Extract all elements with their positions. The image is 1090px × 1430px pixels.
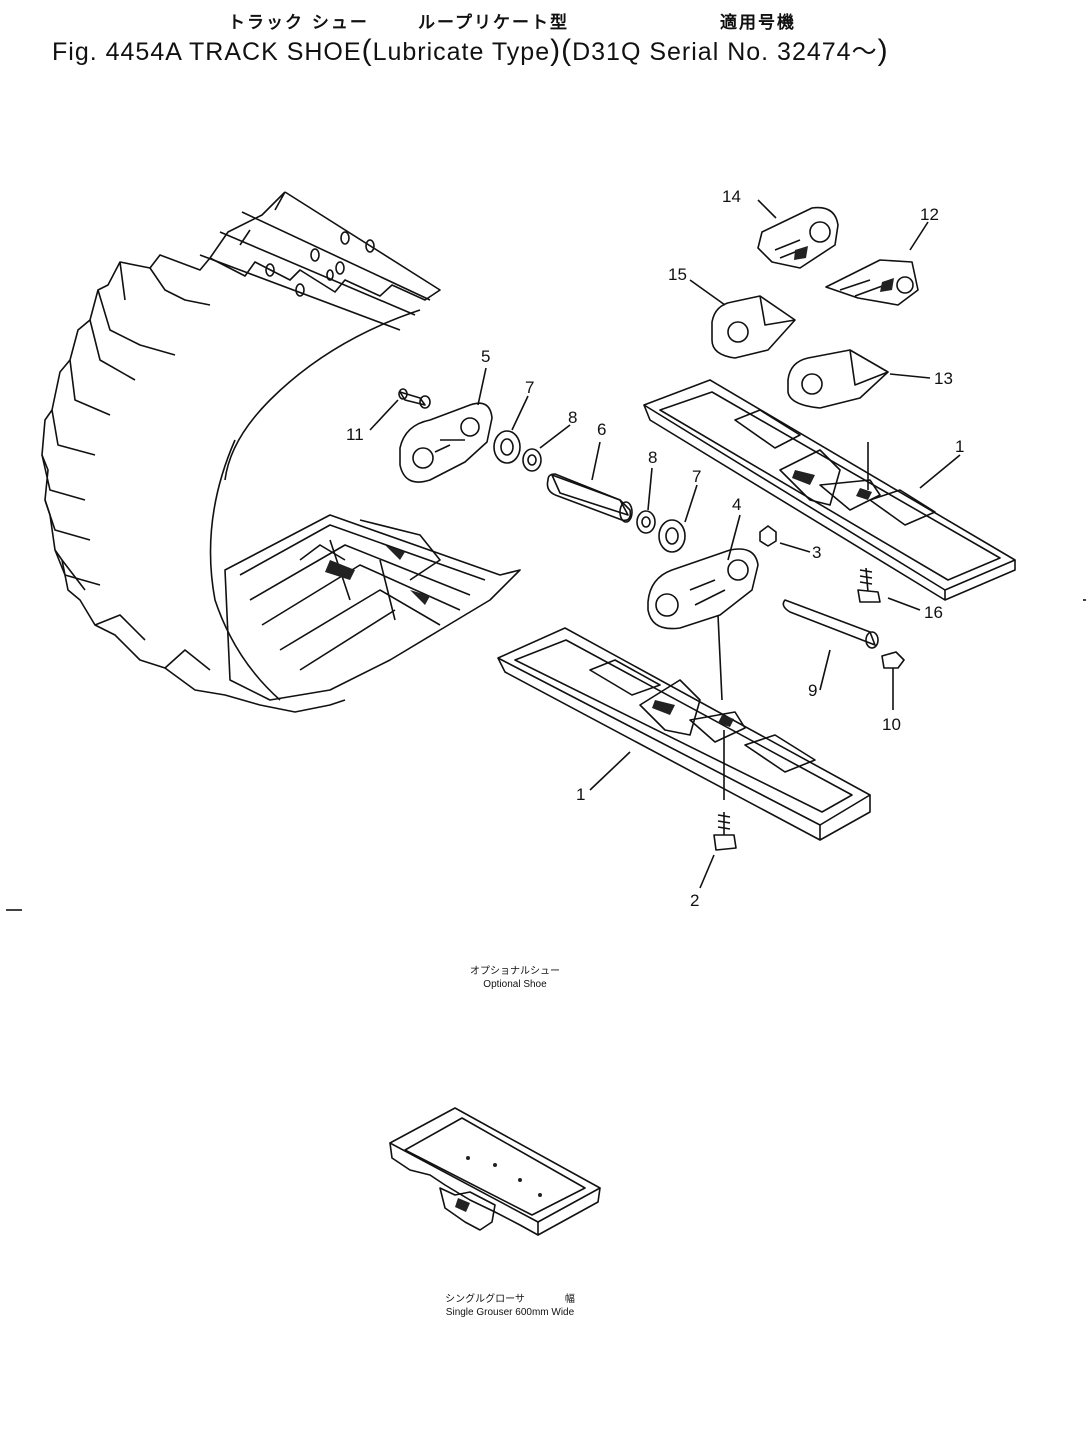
callout-10: 10 xyxy=(882,715,901,734)
part-6-bushing xyxy=(546,473,633,523)
callout-7-left: 7 xyxy=(525,378,534,397)
model-english: D31Q Serial No. 32474～ xyxy=(572,38,878,66)
single-grouser-shoe-illustration xyxy=(389,1107,601,1236)
part-1-shoe-upper xyxy=(643,379,1016,601)
part-8-spacer-right xyxy=(636,510,656,534)
callout-8-right: 8 xyxy=(648,448,657,467)
callout-7-right: 7 xyxy=(692,467,701,486)
part-2-bolt xyxy=(713,812,737,851)
part-8-spacer-left xyxy=(522,448,542,472)
assembled-track-illustration xyxy=(41,191,521,713)
paren-close-2: ) xyxy=(877,34,889,67)
part-13-link-half xyxy=(787,349,889,409)
single-grouser-caption: シングルグローサ 幅 Single Grouser 600mm Wide xyxy=(390,1293,630,1319)
paren-open-1: ( xyxy=(361,34,373,67)
optional-shoe-caption-jp: オプショナルシュー xyxy=(470,966,560,977)
callout-2: 2 xyxy=(690,891,699,910)
figure-title: Fig. 4454A TRACK SHOE(Lubricate Type)(D3… xyxy=(52,32,889,68)
callout-1-lower: 1 xyxy=(576,785,585,804)
part-14-link-half xyxy=(757,206,839,269)
optional-shoe-caption: オプショナルシュー Optional Shoe xyxy=(430,965,600,991)
type-english: Lubricate Type xyxy=(372,38,551,66)
part-7-seal-left xyxy=(493,430,521,464)
part-7-seal-right xyxy=(658,519,686,553)
model-japanese: 適用号機 xyxy=(720,13,796,33)
part-1-shoe-lower xyxy=(497,627,871,841)
part-16-bolt xyxy=(857,567,881,603)
callout-5: 5 xyxy=(481,347,490,366)
single-grouser-caption-jp: シングルグローサ 幅 xyxy=(445,1294,575,1305)
callout-3: 3 xyxy=(812,543,821,562)
callout-14: 14 xyxy=(722,187,741,206)
part-3-nut xyxy=(759,525,777,547)
margin-marks xyxy=(6,599,1086,911)
callout-labels: 14 12 15 13 5 11 7 8 6 8 7 1 4 3 16 9 10… xyxy=(346,187,964,910)
paren-close-1: )( xyxy=(550,34,573,67)
callout-8-left: 8 xyxy=(568,408,577,427)
part-4-link xyxy=(647,548,759,630)
callout-16: 16 xyxy=(924,603,943,622)
part-11-plug xyxy=(398,388,431,409)
callout-4: 4 xyxy=(732,495,741,514)
part-15-link-half xyxy=(711,295,796,359)
leader-lines xyxy=(369,199,961,889)
single-grouser-caption-en: Single Grouser 600mm Wide xyxy=(445,1307,575,1318)
part-10-plug xyxy=(881,651,905,669)
callout-12: 12 xyxy=(920,205,939,224)
callout-9: 9 xyxy=(808,681,817,700)
callout-6: 6 xyxy=(597,420,606,439)
callout-13: 13 xyxy=(934,369,953,388)
callout-1-upper: 1 xyxy=(955,437,964,456)
callout-11: 11 xyxy=(346,425,364,444)
type-japanese: ループリケート型 xyxy=(418,13,569,33)
title-japanese: トラック シュー xyxy=(228,13,369,33)
part-9-pin xyxy=(782,599,879,649)
part-12-link-half xyxy=(825,259,919,306)
optional-shoe-caption-en: Optional Shoe xyxy=(483,979,547,990)
part-5-link xyxy=(399,402,493,483)
figure-title-text: Fig. 4454A TRACK SHOE xyxy=(52,38,362,66)
callout-15: 15 xyxy=(668,265,687,284)
